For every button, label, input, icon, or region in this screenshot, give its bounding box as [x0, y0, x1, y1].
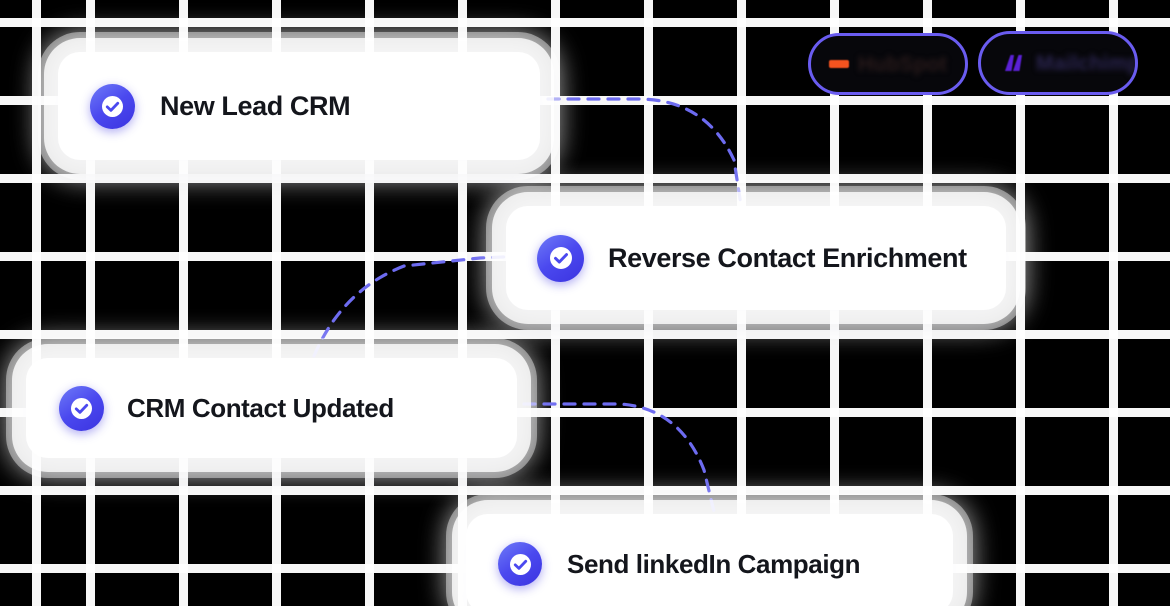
flow-node-crm-contact-updated[interactable]: CRM Contact Updated	[26, 358, 517, 458]
m-logo-icon	[1001, 50, 1027, 76]
partner-badge-mailchimp[interactable]: Mailchimp	[978, 31, 1138, 95]
flow-node-label: Send linkedIn Campaign	[567, 549, 861, 579]
check-circle-icon	[537, 234, 584, 282]
partner-badge-hubspot[interactable]: HubSpot	[808, 33, 968, 95]
flow-node-label: New Lead CRM	[160, 90, 351, 121]
connector-crm-updated-to-reverse	[312, 254, 526, 358]
flow-node-label: CRM Contact Updated	[127, 393, 394, 423]
flow-node-reverse-contact-enrichment[interactable]: Reverse Contact Enrichment	[506, 206, 1006, 310]
partner-name-label: HubSpot	[858, 52, 947, 76]
partner-name-label: Mailchimp	[1036, 51, 1138, 75]
check-circle-icon	[498, 542, 542, 586]
check-circle-icon	[90, 83, 135, 129]
flow-node-new-lead-crm[interactable]: New Lead CRM	[58, 52, 540, 160]
check-circle-icon	[59, 385, 104, 431]
dash-mark-icon	[829, 60, 849, 68]
flow-node-label: Reverse Contact Enrichment	[608, 242, 967, 273]
connector-new-lead-to-reverse	[546, 97, 744, 214]
flow-node-send-linkedin-campaign[interactable]: Send linkedIn Campaign	[466, 514, 953, 606]
connector-crm-updated-to-linkedin	[522, 402, 718, 522]
